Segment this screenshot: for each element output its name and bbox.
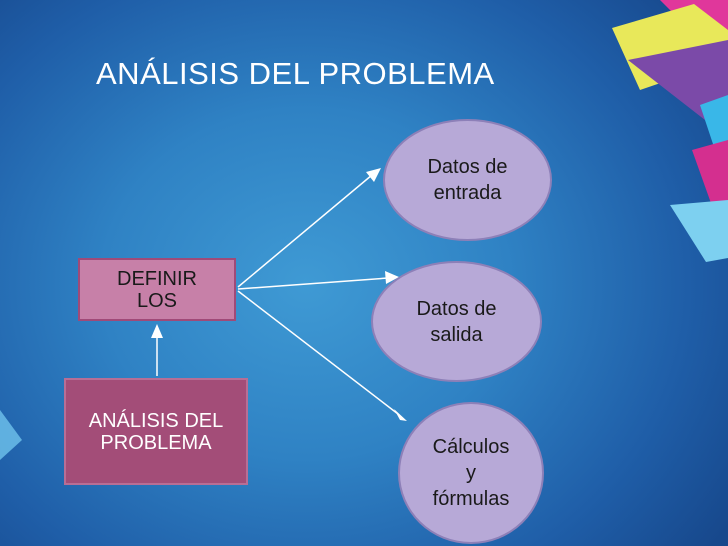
- chevron-cyan: [700, 95, 728, 150]
- ellipse-calculos-line1: Cálculos: [432, 436, 510, 458]
- ellipse-datos-salida: Datos de salida: [371, 261, 542, 382]
- definir-box-line1: DEFINIR: [117, 267, 197, 290]
- ellipse-entrada-line1: Datos de: [427, 156, 508, 178]
- arrow-up-head: [151, 324, 163, 338]
- definir-los-box: DEFINIR LOS: [78, 258, 236, 321]
- analisis-problema-box: ANÁLISIS DEL PROBLEMA: [64, 378, 248, 485]
- chevron-magenta-2: [692, 140, 728, 206]
- slide-title: ANÁLISIS DEL PROBLEMA: [96, 56, 495, 91]
- definir-box-line2: LOS: [136, 289, 178, 312]
- chevron-lightblue: [670, 200, 728, 262]
- arrow-calculos-head: [393, 409, 407, 421]
- chevron-purple: [628, 40, 728, 120]
- ellipse-calculos-formulas: Cálculos y fórmulas: [398, 402, 544, 544]
- ellipse-calculos-line3: fórmulas: [432, 488, 510, 510]
- ellipse-datos-entrada: Datos de entrada: [383, 119, 552, 241]
- arrow-calculos: [237, 290, 399, 415]
- corner-triangle-lightblue: [0, 410, 22, 460]
- arrow-entrada: [237, 174, 373, 288]
- arrow-entrada-head: [366, 168, 381, 182]
- ellipse-calculos-line2: y: [465, 462, 476, 484]
- ellipse-salida-line1: Datos de: [416, 297, 497, 320]
- ellipse-salida-line2: salida: [430, 323, 483, 346]
- analisis-box-line1: ANÁLISIS DEL: [88, 409, 224, 432]
- arrow-salida: [237, 277, 389, 290]
- arrow-salida-head: [385, 271, 399, 284]
- ellipse-entrada-line2: entrada: [433, 182, 502, 204]
- analisis-box-line2: PROBLEMA: [100, 431, 212, 454]
